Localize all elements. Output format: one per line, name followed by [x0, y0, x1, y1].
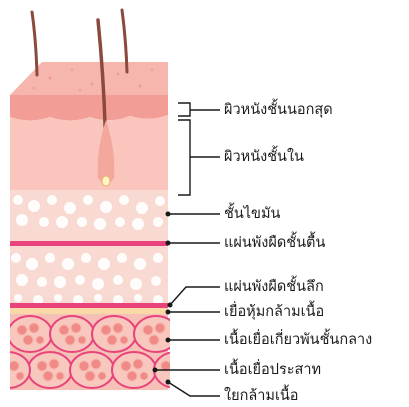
label-superficial-fascia: แผ่นพังผืดชั้นตื้น [224, 234, 325, 252]
muscle-fiber-leader [168, 382, 220, 396]
epidermis-top-surface [10, 62, 168, 95]
label-muscle-fiber: ใยกล้ามเนื้อ [224, 387, 299, 405]
label-nerve-tissue: เนื้อเยื่อประสาท [224, 361, 321, 379]
dermis-layer [10, 115, 168, 190]
label-epidermis: ผิวหนังชั้นนอกสุด [224, 101, 333, 119]
hair-bulb [102, 176, 110, 186]
epidermis-layer [10, 95, 168, 121]
deep-fascia-band [10, 303, 168, 308]
epidermis-bracket [178, 103, 220, 116]
dermis-bracket [178, 120, 220, 195]
label-deep-fascia: แผ่นพังผืดชั้นลึก [224, 278, 324, 296]
label-fat-layer: ชั้นไขมัน [224, 205, 280, 223]
superficial-fascia-band [10, 241, 168, 246]
label-dermis: ผิวหนังชั้นใน [224, 148, 304, 166]
deep-fascia-leader [170, 287, 220, 305]
muscle-fascicles [0, 316, 198, 388]
label-perimysium: เนื้อเยื่อเกี่ยวพันชั้นกลาง [224, 331, 372, 349]
label-epimysium: เยื่อหุ้มกล้ามเนื้อ [224, 303, 324, 321]
epimysium-band [10, 308, 168, 314]
